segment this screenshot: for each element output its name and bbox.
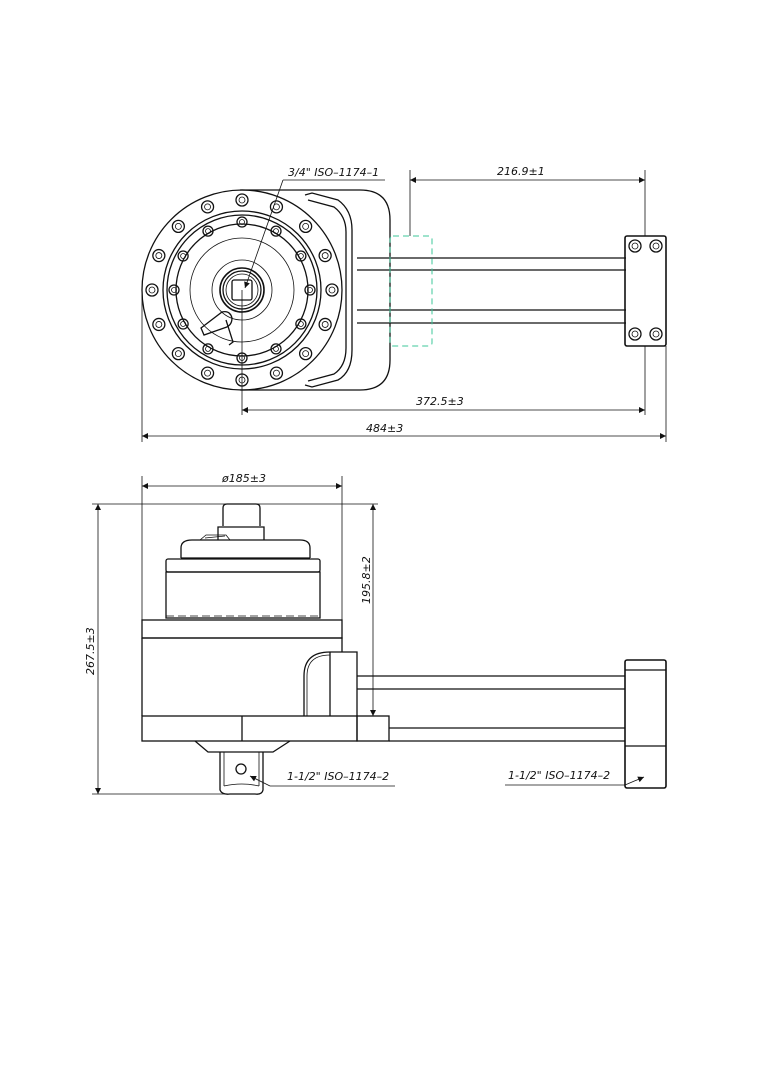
gear-cover — [180, 539, 311, 558]
flange-bolt-outer-hole — [155, 321, 163, 328]
flange-bolt-outer — [318, 317, 332, 332]
flange-bolt-outer — [200, 200, 215, 214]
flange-bolt-inner-hole — [297, 253, 304, 259]
flange-bolt-inner — [236, 216, 248, 228]
flange-bolt-inner-hole — [205, 228, 211, 235]
base-plate — [141, 715, 358, 742]
flange-bolt-outer — [171, 346, 186, 361]
flange-bolt-inner — [295, 318, 307, 330]
flange-bolt-inner-hole — [171, 287, 177, 293]
flange-bolt-outer — [318, 248, 332, 263]
output-boss — [194, 740, 291, 753]
flange-bolt-inner-hole — [273, 228, 279, 235]
square-drive-output — [219, 752, 264, 795]
dim-body-diameter: ø185±3 — [221, 472, 266, 485]
dim-height-to-arm: 195.8±2 — [360, 556, 373, 604]
flange-bolt-outer-hole — [302, 350, 310, 358]
flange-bolt-outer — [269, 366, 284, 380]
flange-bolt-outer-hole — [238, 196, 246, 204]
flange-bolt-outer — [200, 366, 215, 380]
flange-bolt-outer-hole — [302, 222, 310, 230]
flange-bolt-inner — [202, 343, 214, 355]
flange-bolt-outer — [235, 193, 249, 207]
flange-bolt-inner-hole — [273, 345, 279, 352]
flange-bolt-inner-hole — [180, 321, 187, 327]
arm-end-bolt-hole — [631, 242, 639, 250]
flange-bolt-outer-hole — [148, 286, 156, 294]
flange-bolt-inner — [295, 250, 307, 262]
arm-end-bolt — [649, 327, 663, 341]
arm-end-bolt-hole — [652, 242, 660, 250]
flange-bolt-inner — [177, 250, 189, 262]
callout-input-drive: 3/4" ISO–1174–1 — [288, 166, 379, 179]
flange-bolt-inner — [202, 225, 214, 237]
flange-bolt-outer-hole — [321, 252, 329, 259]
flange-bolt-outer-hole — [204, 369, 211, 377]
flange-bolt-inner-hole — [180, 253, 187, 259]
flange-bolt-inner — [177, 318, 189, 330]
arm-end-bolt — [628, 327, 642, 341]
flange-bolt-outer — [145, 283, 159, 297]
flange-bolt-outer-hole — [321, 321, 329, 328]
arm-end-bolt — [649, 239, 663, 253]
dim-overall-length: 484±3 — [366, 422, 403, 435]
flange-bolt-inner-hole — [239, 219, 245, 225]
arm-end-block-side — [624, 659, 667, 789]
flange-plate — [141, 619, 343, 639]
arm-end-block — [624, 235, 667, 347]
flange-bolt-outer — [298, 346, 313, 361]
hidden-clamp-outline — [389, 235, 433, 347]
lock-lever-side — [199, 534, 231, 541]
arm-end-bolt-hole — [652, 330, 660, 338]
flange-bolt-outer — [152, 317, 166, 332]
reaction-arm-bars — [357, 257, 626, 324]
flange-bolt-outer-hole — [328, 286, 336, 294]
main-body — [141, 637, 343, 716]
top-view: 3/4" ISO–1174–1 216.9±1 372.5±3 484±3 — [141, 165, 667, 442]
arm-guard — [304, 192, 353, 388]
dim-reaction-arm-length: 216.9±1 — [497, 165, 545, 178]
arm-end-bolt-hole — [631, 330, 639, 338]
callout-output-drive: 1-1/2" ISO–1174–2 — [287, 770, 389, 783]
flange-bolt-inner — [270, 343, 282, 355]
flange-bolt-outer-hole — [273, 369, 280, 377]
flange-bolt-inner — [168, 284, 180, 296]
flange-bolt-outer — [269, 200, 284, 214]
side-view: ø185±3 267.5±3 195.8±2 1-1/2" ISO–1174–2… — [84, 472, 667, 795]
flange-bolt-inner — [270, 225, 282, 237]
callout-arm-end-drive: 1-1/2" ISO–1174–2 — [508, 769, 610, 782]
dim-overall-height: 267.5±3 — [84, 627, 97, 675]
flange-bolt-inner-hole — [205, 345, 211, 352]
gear-housing — [165, 571, 321, 619]
flange-bolt-outer-hole — [204, 203, 211, 211]
lock-lever — [200, 310, 234, 346]
flange-bolt-inner — [304, 284, 316, 296]
dim-center-to-arm-end: 372.5±3 — [416, 395, 464, 408]
flange-bolt-outer-hole — [174, 222, 182, 230]
flange-bolt-inner-hole — [297, 321, 304, 327]
flange-bolt-outer — [298, 219, 313, 234]
flange-bolt-inner-hole — [307, 287, 313, 293]
flange-bolt-outer — [171, 219, 186, 234]
flange-bolt-outer — [152, 248, 166, 263]
flange-bolt-outer-hole — [174, 350, 182, 358]
reaction-arm-side — [357, 675, 625, 742]
flange-bolt-outer — [325, 283, 339, 297]
input-cap — [222, 503, 261, 526]
arm-end-bolt — [628, 239, 642, 253]
flange-bolt-outer-hole — [155, 252, 163, 259]
